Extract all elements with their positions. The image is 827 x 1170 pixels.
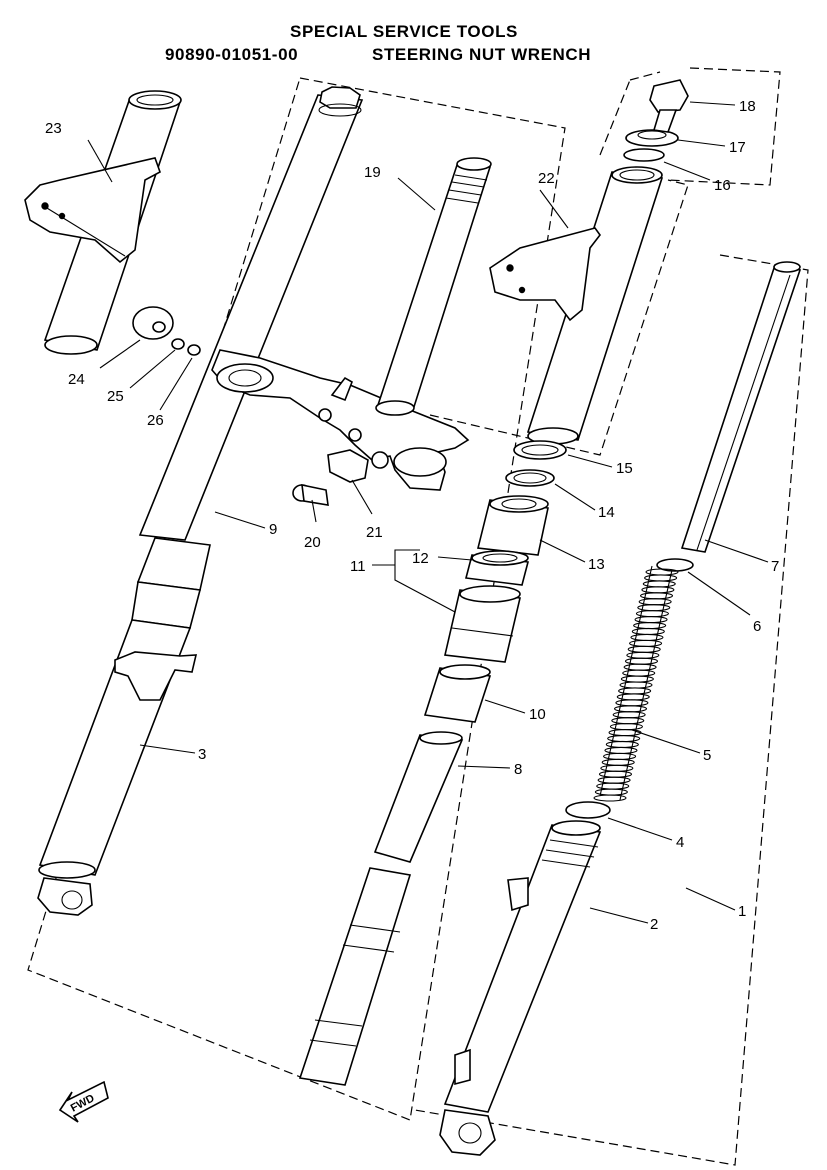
- part-17-washer: [625, 129, 679, 147]
- part-15-seal: [513, 440, 567, 460]
- spring-coil: [603, 752, 637, 760]
- part-22-right-upper-tube: [489, 166, 664, 445]
- part-5-fork-spring: [593, 565, 679, 802]
- part-23-upper-tube-bracket: [24, 90, 182, 355]
- callout-18: 18: [739, 98, 756, 115]
- spring-coil: [597, 776, 631, 784]
- callout-5: 5: [703, 747, 711, 764]
- part-21-clamp: [327, 449, 369, 483]
- part-18-bolt: [649, 79, 689, 133]
- callout-13: 13: [588, 556, 605, 573]
- callout-19: 19: [364, 164, 381, 181]
- part-6-spring-seat: [656, 558, 694, 572]
- callout-23: 23: [45, 120, 62, 137]
- part-10-collar: [423, 664, 492, 723]
- callout-24: 24: [68, 371, 85, 388]
- callout-10: 10: [529, 706, 546, 723]
- callout-9: 9: [269, 521, 277, 538]
- callout-16: 16: [714, 177, 731, 194]
- part-16-o-ring: [623, 148, 665, 162]
- header: SPECIAL SERVICE TOOLS 90890-01051-00 STE…: [0, 0, 827, 80]
- leader-lines: [87, 101, 769, 924]
- header-title: SPECIAL SERVICE TOOLS: [290, 22, 518, 41]
- part-4-circlip: [565, 801, 611, 819]
- spring-coil: [601, 758, 635, 766]
- part-11-guide: [444, 585, 521, 663]
- part-14-clip: [505, 469, 555, 487]
- callout-26: 26: [147, 412, 164, 429]
- spring-coil: [593, 794, 627, 802]
- spring-coil: [600, 764, 634, 772]
- callout-22: 22: [538, 170, 555, 187]
- callout-14: 14: [598, 504, 615, 521]
- spring-coil: [598, 770, 633, 778]
- part-19-center-tube: [375, 157, 492, 416]
- callout-labels: 1 2 3 4 5 6 7 8 9 10 11 12 13 14 15 16 1…: [45, 98, 779, 933]
- callout-6: 6: [753, 618, 761, 635]
- tool-part-number: 90890-01051-00: [165, 45, 299, 64]
- part-20-bolt: [292, 483, 329, 506]
- callout-25: 25: [107, 388, 124, 405]
- part-24-cap: [132, 306, 174, 340]
- spring-coil: [596, 782, 630, 790]
- lower-triple-clamp: [211, 349, 470, 491]
- callout-15: 15: [616, 460, 633, 477]
- callout-11: 11: [350, 558, 366, 575]
- callout-1: 1: [738, 903, 746, 920]
- assembly-boundary-upper-right: [429, 179, 689, 456]
- part-12-bushing: [464, 550, 530, 586]
- callout-12: 12: [412, 550, 429, 567]
- part-2-right-lower-leg: [439, 820, 602, 1156]
- callout-20: 20: [304, 534, 321, 551]
- part-9-left-fork-tube: [138, 86, 364, 541]
- assembly-boundary-bolt: [599, 67, 781, 186]
- part-8-inner-tube: [298, 731, 464, 1086]
- callout-3: 3: [198, 746, 206, 763]
- tool-name: STEERING NUT WRENCH: [372, 45, 592, 64]
- callout-2: 2: [650, 916, 658, 933]
- fwd-arrow-icon: FWD: [58, 1080, 109, 1123]
- callout-4: 4: [676, 834, 684, 851]
- assembly-boundary-right: [414, 254, 809, 1166]
- callout-7: 7: [771, 558, 779, 575]
- spring-coil: [594, 788, 628, 796]
- part-25-washer: [171, 338, 185, 350]
- callout-17: 17: [729, 139, 746, 156]
- part-3-left-lower-leg: [37, 537, 211, 916]
- part-13-dust-seal: [477, 495, 549, 556]
- callout-8: 8: [514, 761, 522, 778]
- part-26-washer: [187, 344, 201, 356]
- callout-21: 21: [366, 524, 383, 541]
- part-7-spacer-tube: [680, 261, 802, 553]
